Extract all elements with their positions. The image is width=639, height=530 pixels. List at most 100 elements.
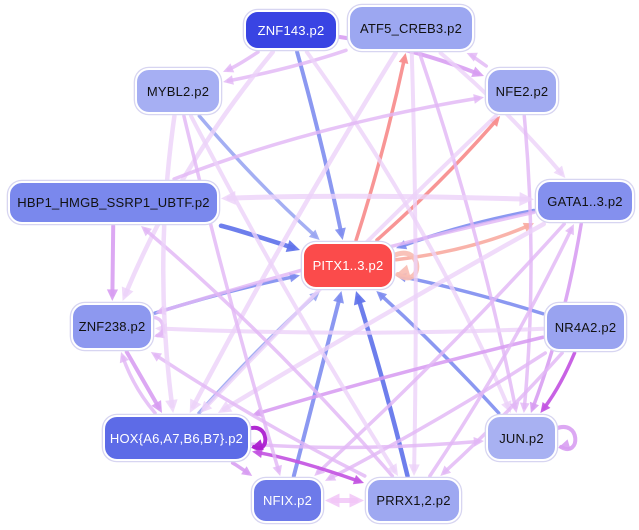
edge-pitx-nfe2 [375,118,499,242]
edge-nr4a2-pitx [399,274,545,316]
edge-nfix-prrx-arrow-back [325,493,340,508]
edge-nfe2-hox-arrow [200,400,213,413]
node-label-nfix: NFIX.p2 [262,493,313,508]
edge-znf143-nfe2-arrow [471,66,484,77]
edge-nfix-pitx [291,295,342,478]
node-label-hbp1: HBP1_HMGB_SSRP1_UBTF.p2 [17,195,210,210]
edge-prrx-pitx-arrow [353,291,366,306]
edge-atf5-mybl2 [226,48,348,83]
edge-mybl2-hox-arrow [165,399,178,413]
edge-nfe2-atf5-arrow [466,52,478,62]
edge-znf143-mybl2-arrow [223,63,235,73]
self-loop-arrow-hox [251,439,264,451]
edge-znf143-pitx-arrow [334,227,346,240]
edge-prrx-hbp1-arrow [141,226,152,237]
edge-hbp1-gata-arrow [519,192,534,206]
edge-hox-prrx-arrow-back [252,448,263,459]
edge-nfe2-jun-arrow [519,402,530,413]
node-hox[interactable]: HOX{A6,A7,B6,B7}.p2 [103,415,250,461]
edge-mybl2-prrx-arrow [387,463,398,476]
edge-nr4a2-nfix-arrow [325,471,337,481]
edge-atf5-mybl2-arrow [223,75,234,85]
node-atf5[interactable]: ATF5_CREB3.p2 [348,5,474,51]
edge-znf143-znf238 [123,49,276,297]
edge-mybl2-hox [161,113,177,409]
edge-atf5-prrx-arrow [408,464,420,476]
edge-mybl2-prrx [189,114,397,473]
node-label-atf5: ATF5_CREB3.p2 [359,20,463,36]
edge-znf238-pitx-arrow [289,272,300,283]
edge-gata-hox [221,221,547,412]
edge-atf5-hox [190,50,398,409]
node-label-nr4a2: NR4A2.p2 [554,319,617,335]
node-pitx[interactable]: PITX1..3.p2 [302,242,394,289]
edge-pitx-atf5 [354,56,407,242]
edge-znf143-jun [304,50,511,410]
edge-pitx-atf5-arrow [398,53,409,64]
edge-prrx-hbp1 [143,227,395,478]
node-nfix[interactable]: NFIX.p2 [252,478,323,523]
edge-nr4a2-jun [542,351,577,411]
edge-atf5-gata-arrow [553,165,566,178]
edge-nfix-prrx-arrow [349,493,364,508]
edge-nr4a2-prrx-arrow [440,465,452,476]
edge-znf238-hox [124,350,161,410]
node-label-gata: GATA1..3.p2 [547,193,623,209]
edge-prrx-pitx [355,295,410,479]
self-loop-arrow-pitx [395,264,411,279]
edge-hbp1-gata [226,193,529,202]
edge-nr4a2-hox [255,335,545,416]
node-prrx[interactable]: PRRX1,2.p2 [366,478,461,523]
edge-gata-nfix [316,222,566,474]
edge-hox-prrx [255,450,361,483]
node-nfe2[interactable]: NFE2.p2 [486,68,558,114]
node-label-jun: JUN.p2 [499,430,544,446]
node-nr4a2[interactable]: NR4A2.p2 [545,303,626,351]
edge-nr4a2-jun-arrow [540,401,551,413]
edge-nfe2-jun [522,114,533,410]
edge-znf143-mybl2 [226,50,260,72]
edge-hox-znf238 [121,355,157,415]
node-label-znf143: ZNF143.p2 [257,22,325,38]
edge-atf5-hox-arrow [189,398,202,413]
edge-gata-hox-arrow [217,400,233,413]
node-hbp1[interactable]: HBP1_HMGB_SSRP1_UBTF.p2 [8,181,219,224]
edge-mybl2-nfix [182,114,281,473]
node-mybl2[interactable]: MYBL2.p2 [135,68,221,114]
edge-prrx-znf238 [153,353,367,478]
edge-pitx-nfe2-arrow [489,116,501,127]
edge-nfix-pitx-arrow [333,291,344,304]
node-jun[interactable]: JUN.p2 [486,415,557,461]
edge-znf143-znf238-arrow [121,286,134,301]
edge-hox-prrx-arrow [352,475,364,485]
edge-mybl2-pitx-arrow [308,229,320,240]
edge-atf5-jun [417,51,518,410]
edge-znf238-hox-arrow [151,400,163,413]
self-loop-arrow-jun [558,439,571,451]
node-label-mybl2: MYBL2.p2 [146,83,210,99]
node-gata[interactable]: GATA1..3.p2 [536,180,634,222]
edge-prrx-gata [428,227,574,478]
edge-hbp1-pitx-arrow [285,240,300,252]
edge-jun-pitx-arrow [376,291,388,302]
node-label-prrx: PRRX1,2.p2 [376,493,451,508]
edge-nr4a2-znf238 [159,326,545,335]
node-label-pitx: PITX1..3.p2 [312,258,384,273]
edge-gata-nfix-arrow [314,465,326,476]
node-label-hox: HOX{A6,A7,B6,B7}.p2 [109,430,244,446]
edge-hbp1-znf238-arrow [106,289,119,301]
edge-hbp1-nfe2-arrow [473,94,484,104]
edge-hox-znf238-arrow [119,352,130,364]
edge-znf143-pitx [295,50,344,236]
edge-hbp1-nfe2 [172,96,481,181]
self-loop-arrow-znf238 [154,328,166,339]
node-label-znf238: ZNF238.p2 [78,319,146,334]
node-znf238[interactable]: ZNF238.p2 [71,303,153,350]
edge-prrx-znf238-arrow [150,352,163,362]
edge-gata-jun-arrow [529,401,540,413]
node-znf143[interactable]: ZNF143.p2 [244,10,338,50]
edge-hox-jun [250,439,481,450]
edge-nr4a2-nfix [328,351,548,481]
edge-hox-jun-arrow [473,437,484,447]
